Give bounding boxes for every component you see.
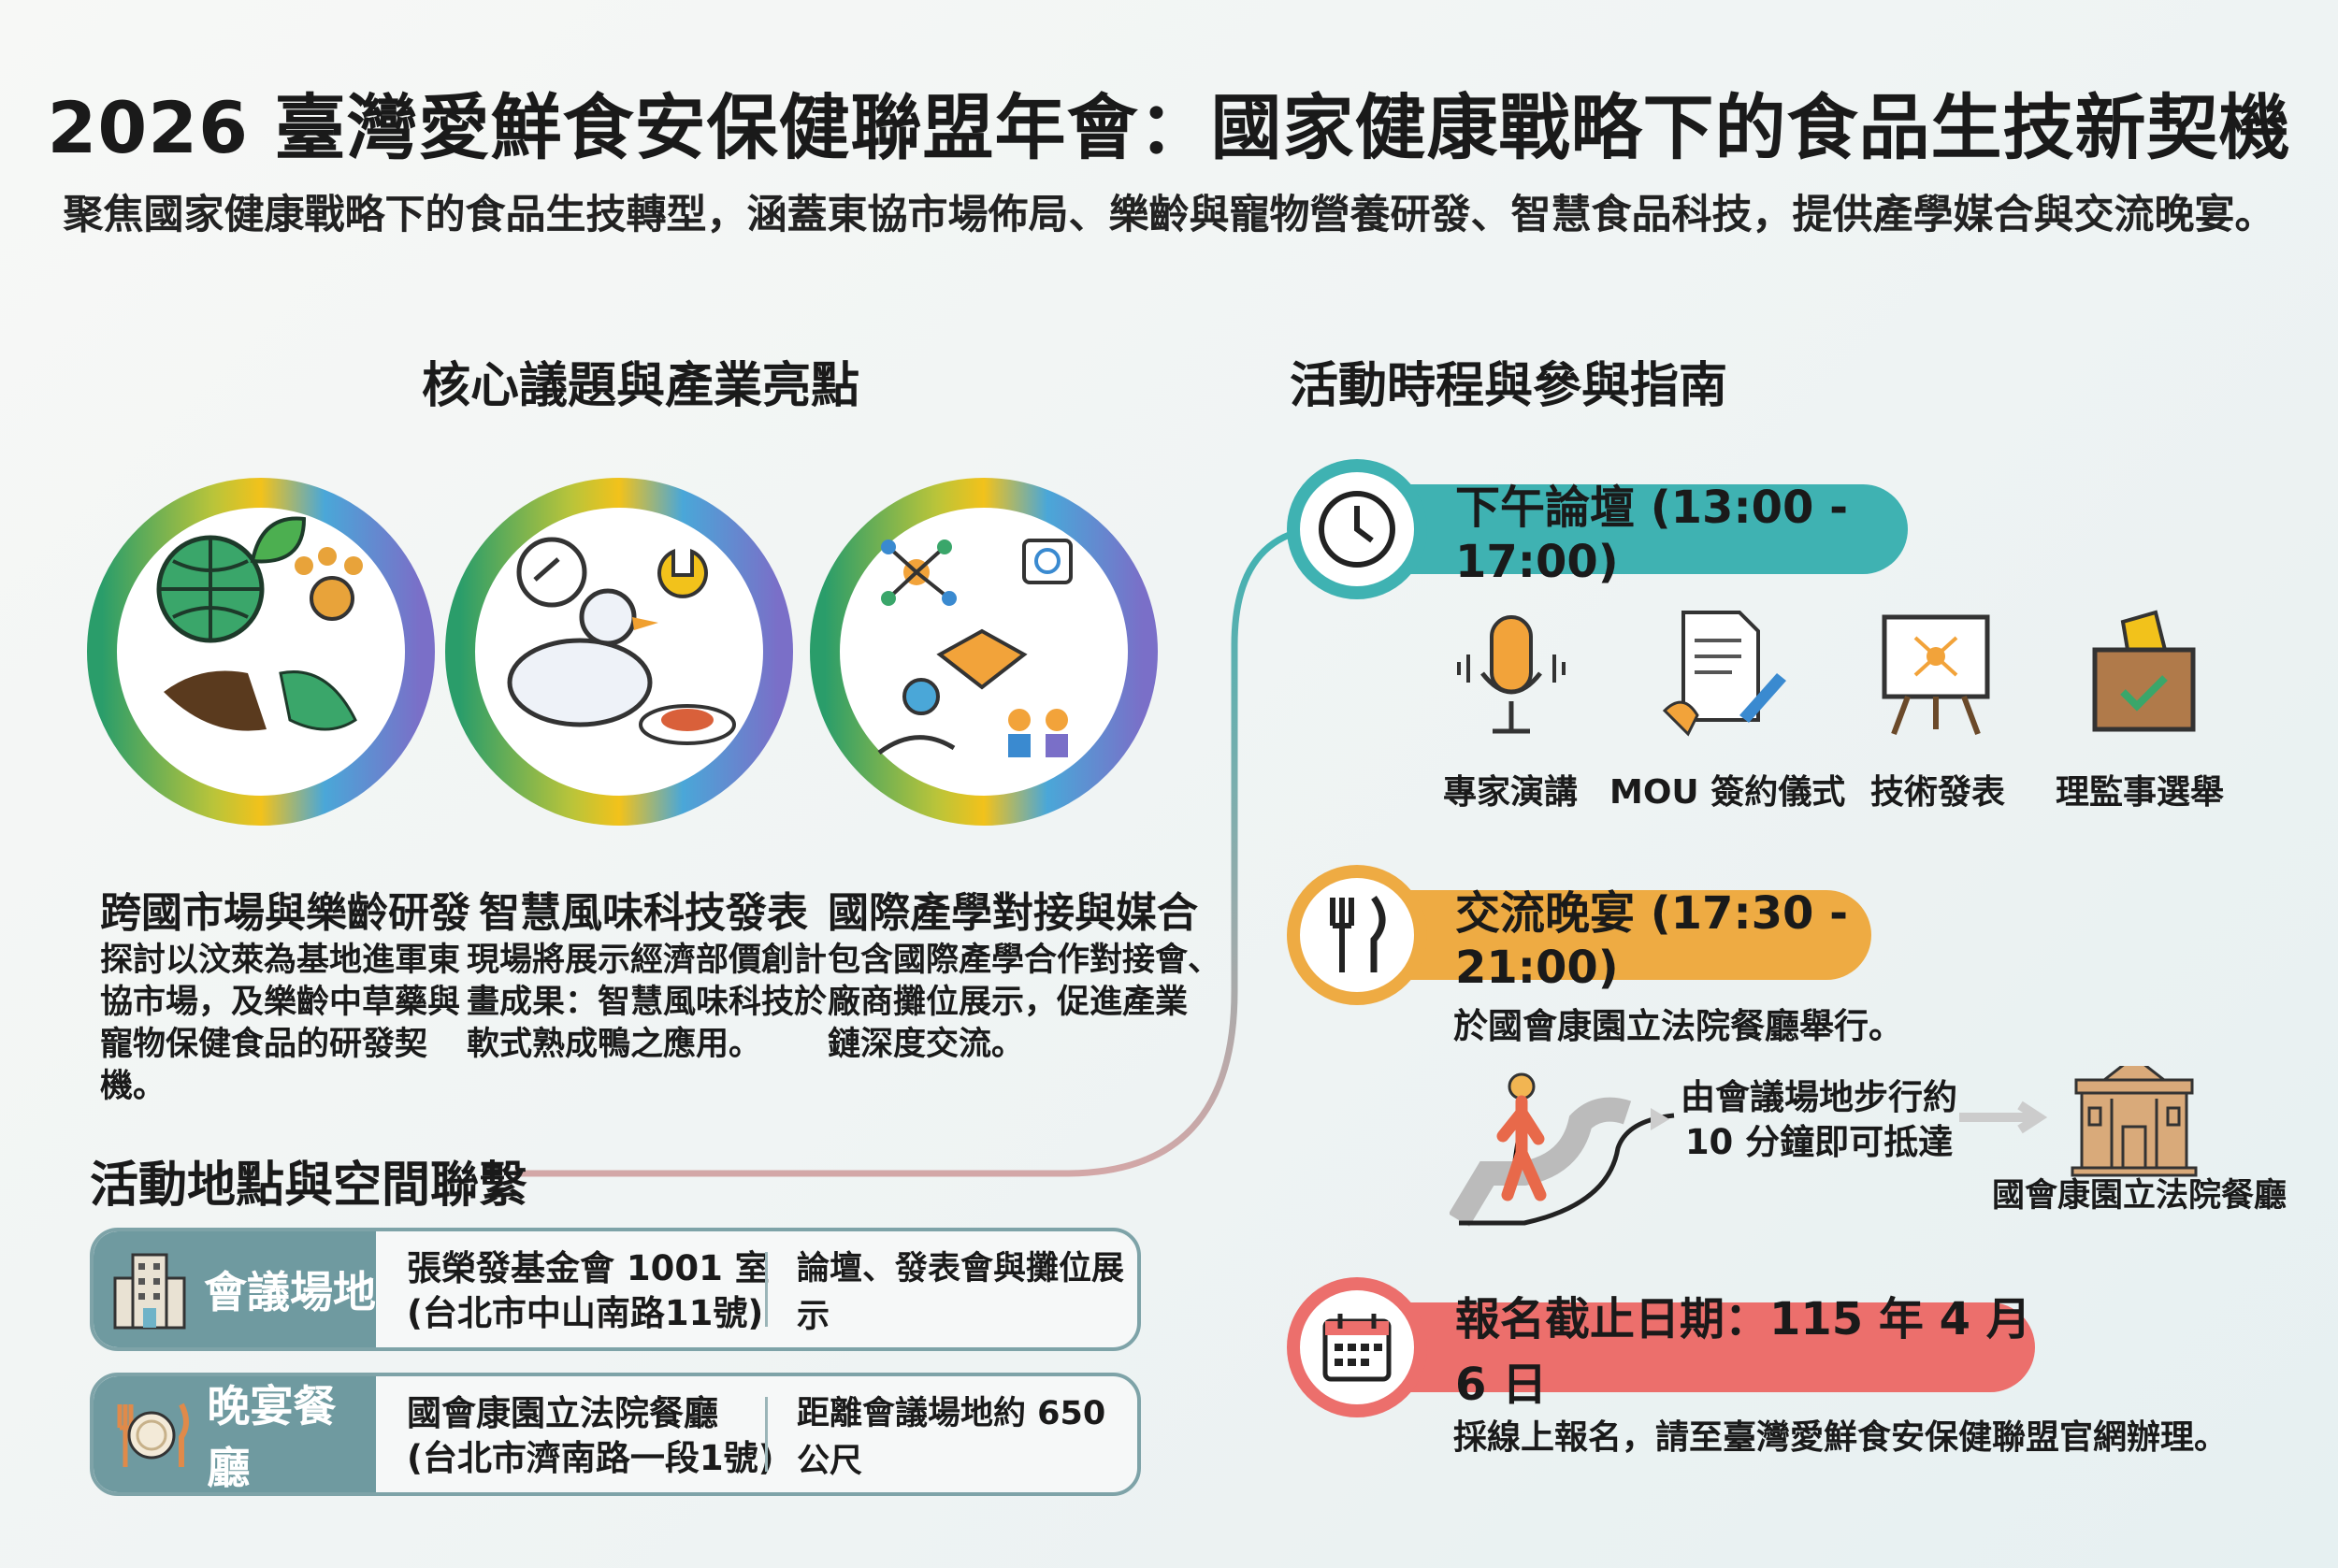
venue-name: 張榮發基金會 1001 室	[407, 1248, 770, 1288]
clock-icon	[1287, 459, 1427, 599]
arrow-icon	[1959, 1100, 2048, 1134]
presentation-board-icon	[1882, 614, 1990, 736]
venue-row: 晚宴餐廳 國會康園立法院餐廳 (台北市濟南路一段1號) 距離會議場地約 650 公…	[90, 1373, 1141, 1496]
topic-title: 跨國市場與樂齡研發	[100, 889, 470, 937]
calendar-icon	[1287, 1277, 1427, 1417]
microphone-icon	[1457, 615, 1566, 734]
handshake-network-icon	[877, 539, 1073, 757]
topic-title: 國際產學對接與媒合	[828, 889, 1198, 937]
venue-tag: 會議場地	[204, 1267, 376, 1317]
venue-address: (台北市濟南路一段1號)	[407, 1438, 774, 1478]
topic-description: 探討以汶萊為基地進軍東協市場，及樂齡中草藥與寵物保健食品的研發契機。	[100, 942, 461, 1105]
deadline-pill: 報名截止日期：115 年 4 月 6 日	[1357, 1293, 2035, 1411]
building-icon	[113, 1253, 186, 1329]
registration-note: 採線上報名，請至臺灣愛鮮食安保健聯盟官網辦理。	[1453, 1418, 2229, 1457]
page-title: 2026 臺灣愛鮮食安保健聯盟年會：國家健康戰略下的食品生技新契機	[47, 86, 2291, 169]
walk-route-illustration	[1450, 1066, 2198, 1227]
venue-address: (台北市中山南路11號)	[407, 1293, 764, 1333]
forum-pill: 下午論壇 (13:00 - 17:00)	[1357, 482, 1908, 588]
forum-activity-icons	[1457, 610, 2196, 737]
divider	[765, 1397, 768, 1472]
schedule-heading: 活動時程與參與指南	[1290, 358, 1728, 414]
page-subtitle: 聚焦國家健康戰略下的食品生技轉型，涵蓋東協市場佈局、樂齡與寵物營養研發、智慧食品…	[63, 192, 2275, 238]
activity-label: 技術發表	[1869, 773, 2005, 812]
venue-row: 會議場地 張榮發基金會 1001 室 (台北市中山南路11號) 論壇、發表會與攤位…	[90, 1228, 1141, 1351]
venue-heading: 活動地點與空間聯繫	[90, 1158, 528, 1214]
plate-cutlery-icon	[117, 1403, 189, 1467]
divider	[765, 1252, 768, 1327]
venue-note: 距離會議場地約 650 公尺	[797, 1395, 1106, 1480]
dinner-pill: 交流晚宴 (17:30 - 21:00)	[1357, 887, 1871, 994]
parliament-building-icon	[2071, 1066, 2198, 1177]
activity-label: 理監事選舉	[2055, 773, 2224, 812]
document-sign-icon	[1662, 611, 1786, 737]
activity-label: 專家演講	[1442, 773, 1578, 812]
fork-knife-icon	[1287, 865, 1427, 1005]
duck-gauge-bulb-icon	[507, 537, 736, 745]
topic-title: 智慧風味科技發表	[479, 889, 808, 937]
ballot-box-icon	[2092, 610, 2196, 732]
dinner-location: 於國會康園立法院餐廳舉行。	[1453, 1006, 1903, 1046]
destination-label: 國會康園立法院餐廳	[1992, 1177, 2287, 1215]
topic-description: 現場將展示經濟部價創計畫成果：智慧風味科技於軟式熟成鴨之應用。	[467, 942, 828, 1063]
venue-note: 論壇、發表會與攤位展示	[797, 1250, 1125, 1335]
activity-label: MOU 簽約儀式	[1609, 773, 1846, 812]
venue-tag: 晚宴餐廳	[207, 1381, 337, 1493]
topic-description: 包含國際產學合作對接會、廠商攤位展示，促進產業鏈深度交流。	[828, 942, 1221, 1063]
walking-person-icon	[1450, 1072, 1675, 1227]
topics-heading: 核心議題與產業亮點	[422, 358, 860, 414]
globe-leaf-paw-map-icon	[156, 516, 363, 731]
venue-name: 國會康園立法院餐廳	[407, 1393, 718, 1433]
